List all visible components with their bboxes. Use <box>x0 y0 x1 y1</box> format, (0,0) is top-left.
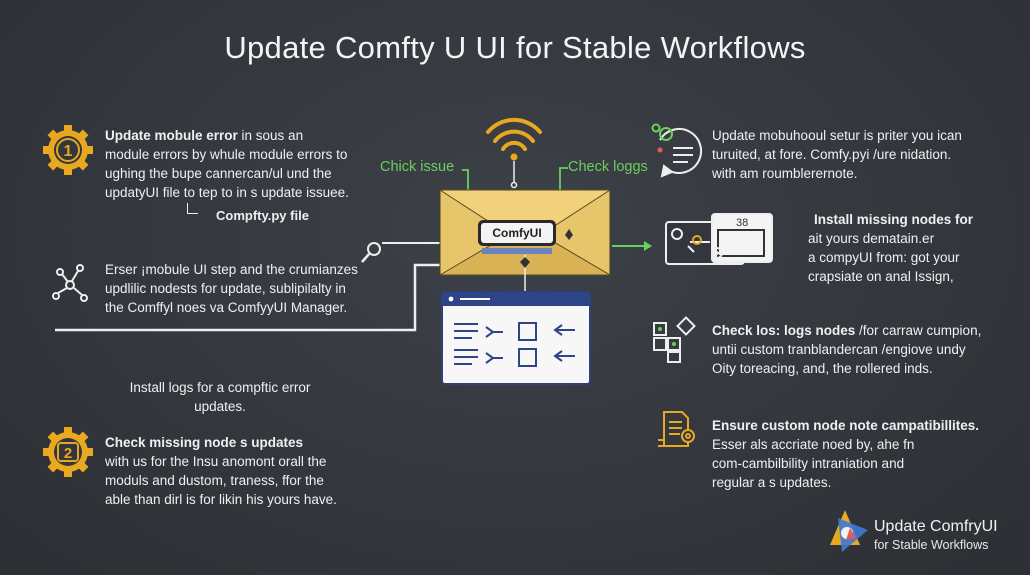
left-block-4: Check missing node s updates with us for… <box>105 433 405 509</box>
left-block-2-line-2: updlilic nodests for update, sublipilalt… <box>105 281 346 296</box>
left-block-1-line-2: module errors by whule module errors to <box>105 147 348 162</box>
right-block-3-line-1: Check los: logs nodes /for carraw cumpio… <box>712 323 982 338</box>
left-block-2-line-1: Erser ¡mobule UI step and the crumianzes <box>105 262 358 277</box>
chick-issue-label: Chick issue <box>380 159 455 175</box>
left-block-3: Install logs for a compftic error update… <box>115 378 325 416</box>
page-title: Update Comfty U UI for Stable Workflows <box>224 30 806 65</box>
left-block-1-line-4: updatyUI file to tep to in s update issu… <box>105 185 349 200</box>
svg-text:1: 1 <box>64 143 73 160</box>
right-block-2: Install missing nodes for ait yours dema… <box>808 210 1018 286</box>
main-connector-line <box>55 263 440 332</box>
right-block-2-line-3: a compyUI from: got your <box>808 250 960 265</box>
left-block-1-line-3: ughing the bupe cannercan/ul und the <box>105 166 332 181</box>
left-block-4-line-4: able than dirl is for likin his yours ha… <box>105 492 337 507</box>
check-loggs-arrow <box>559 167 568 200</box>
app-window-icon <box>441 291 591 385</box>
brand-logo-icon <box>830 510 868 552</box>
right-block-2-line-4: crapsiate on anal Issign, <box>808 269 954 284</box>
right-block-1: Update mobuhooul setur is priter you ica… <box>712 126 1012 183</box>
gear-icon-1: 1 <box>43 125 93 175</box>
right-block-2-line-1: Install missing nodes for <box>814 212 974 227</box>
right-block-4: Ensure custom node note campatibillites.… <box>712 416 1012 492</box>
right-block-1-line-2: turuited, at fore. Comfy.pyi /ure nidati… <box>712 147 952 162</box>
blocks-icon <box>653 316 696 363</box>
svg-text:2: 2 <box>64 445 72 462</box>
settings-cycle-icon <box>651 123 703 178</box>
brand-name: Update ComfryUI <box>874 518 998 535</box>
left-block-4-line-1: Check missing node s updates <box>105 435 304 450</box>
left-block-2: Erser ¡mobule UI step and the crumianzes… <box>105 260 415 317</box>
left-block-2-line-3: the Comffyl noes va ComfyyUI Manager. <box>105 300 348 315</box>
right-block-4-line-4: regular a s updates. <box>712 475 832 490</box>
right-block-3-line-3: Oity toreacing, and, the rollered inds. <box>712 361 933 376</box>
right-block-4-line-2: Esser als accriate noed by, ahe fn <box>712 437 915 452</box>
window-badge: 38 <box>736 217 749 229</box>
wifi-icon <box>486 117 542 151</box>
left-block-1-sub: Compfty.py file <box>216 208 309 223</box>
node-windows-icon <box>665 213 773 265</box>
right-block-1-line-3: with am roumblerernote. <box>712 166 858 181</box>
envelope-tag-label: ComfyUI <box>492 226 542 240</box>
sub-item-connector <box>187 203 198 214</box>
right-block-3: Check los: logs nodes /for carraw cumpio… <box>712 321 1017 378</box>
left-block-3-line-2: updates. <box>194 399 246 414</box>
right-block-4-line-1: Ensure custom node note campatibillites. <box>712 418 980 433</box>
right-block-2-line-2: ait yours dematain.er <box>808 231 935 246</box>
left-block-4-line-2: with us for the Insu anomont orall the <box>105 454 327 469</box>
right-block-1-line-1: Update mobuhooul setur is priter you ica… <box>712 128 962 143</box>
brand-subtitle: for Stable Workflows <box>874 538 989 552</box>
gear-icon-2: 2 <box>43 427 93 477</box>
document-checklist-icon <box>658 411 695 447</box>
left-block-1-line-1: Update mobule error in sous an <box>105 128 304 143</box>
left-block-1: Update mobule error in sous an module er… <box>105 126 405 202</box>
right-block-3-line-2: untii custom tranblandercan /engiove und… <box>712 342 966 357</box>
check-loggs-label: Check loggs <box>568 159 648 175</box>
left-block-4-line-3: moduls and dustom, traness, ffor the <box>105 473 324 488</box>
left-block-3-line-1: Install logs for a compftic error <box>129 380 311 395</box>
network-icon <box>52 264 88 302</box>
magnifier-icon <box>361 242 381 263</box>
right-block-4-line-3: com-cambilbility intraniation and <box>712 456 905 471</box>
envelope-icon <box>438 189 612 292</box>
